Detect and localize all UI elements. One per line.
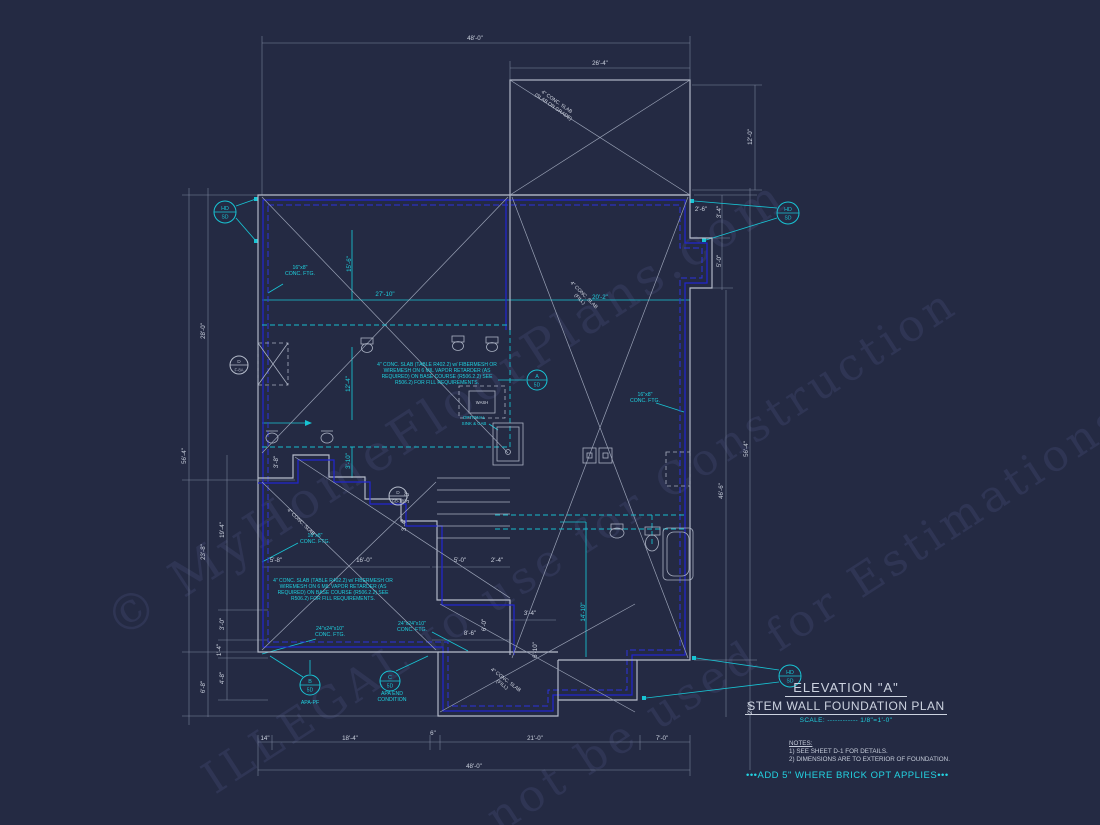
dimension-label: 3'-8" — [404, 491, 411, 503]
slab-label: 4" CONC. SLAB(FILL) — [486, 667, 523, 699]
pier-footings — [257, 342, 691, 487]
dimension-label: 26'-4" — [592, 60, 608, 67]
svg-text:SD: SD — [787, 679, 794, 685]
dimension-label: 3'-4" — [401, 519, 408, 531]
dimension-label: 23'-8" — [200, 544, 207, 560]
dimension-label: 3'-10" — [345, 453, 352, 469]
dimension-label: 48'-0" — [467, 35, 483, 42]
footing-dashed-lines — [262, 324, 686, 545]
scale-label: SCALE: ------------ 1/8"=1'-0" — [799, 717, 893, 724]
leader-endpoints — [254, 197, 706, 700]
svg-text:A: A — [535, 374, 539, 380]
dimension-label: 4'-8" — [219, 672, 226, 684]
dimension-label: 18'-4" — [342, 735, 358, 742]
svg-text:GB-1B: GB-1B — [392, 499, 405, 504]
dimension-label: 21'-0" — [527, 735, 543, 742]
svg-text:SD: SD — [785, 216, 792, 222]
notes-block: NOTES: 1) SEE SHEET D-1 FOR DETAILS. 2) … — [789, 740, 950, 764]
note-item: 2) DIMENSIONS ARE TO EXTERIOR OF FOUNDAT… — [789, 756, 950, 763]
callout-label: 24"x24"x10"CONC. FTG. — [397, 621, 427, 633]
dimension-label: 20'-2" — [592, 294, 608, 301]
dimension-label: 2'-0" — [747, 702, 754, 714]
watermark: © MyHomeFloorPlans.com ILLEGAL to use fo… — [95, 166, 1100, 825]
foundation-walls — [257, 79, 713, 717]
notes-heading: NOTES: — [789, 740, 813, 747]
dimension-label: 12'-4" — [345, 376, 352, 392]
detail-marker: HD SD — [213, 200, 237, 224]
dimension-label: 48'-0" — [466, 763, 482, 770]
dimension-label: 27'-10" — [375, 291, 394, 298]
callout-labels: 16"x8"CONC. FTG. 16"x8"CONC. FTG. 16"x8"CO… — [273, 265, 660, 706]
svg-text:HD: HD — [784, 207, 792, 213]
detail-marker: HD SD — [776, 201, 800, 225]
callout-label: APA-PF — [301, 700, 319, 706]
dimension-label: 56'-4" — [181, 448, 188, 464]
dimension-label: 6'-10" — [532, 642, 539, 658]
dimension-label: 2'-6" — [695, 206, 707, 213]
dimension-label: 6" — [430, 730, 436, 737]
dimension-label: 3'-4" — [716, 206, 723, 218]
dimension-labels: 48'-0" 26'-4" 12'-0" 56'-4" 28'-0" 23'-8" 6'-8… — [181, 35, 754, 770]
title-block: ELEVATION "A" STEM WALL FOUNDATION PLAN … — [735, 679, 957, 724]
dimension-label: 16'-0" — [356, 557, 372, 564]
callout-label: WASH — [476, 400, 488, 405]
svg-text:F-8A: F-8A — [234, 368, 243, 373]
detail-marker: D F-8A — [229, 355, 249, 375]
dimension-label: 19'-4" — [219, 522, 226, 538]
drawing-subtitle: STEM WALL FOUNDATION PLAN — [745, 699, 947, 715]
dimension-label: 8'-6" — [464, 630, 476, 637]
svg-text:HD: HD — [786, 670, 794, 676]
svg-text:SD: SD — [222, 215, 229, 221]
dimension-label: 5'-0" — [454, 557, 466, 564]
dimension-label: 6'-8" — [200, 681, 207, 693]
dimension-label: 14'-10" — [580, 602, 587, 621]
detail-marker: C 5D — [379, 670, 401, 692]
svg-text:D: D — [237, 359, 241, 365]
callout-label: 16"x8"CONC. FTG. — [285, 265, 315, 277]
callout-label: 16"x8"CONC. FTG. — [630, 392, 660, 404]
slab-label: 4" CONC. SLAB(SLAB ON GRADE) — [533, 87, 576, 122]
svg-text:5D: 5D — [534, 383, 541, 389]
svg-text:D: D — [396, 490, 400, 496]
plumbing-fixtures — [265, 335, 694, 581]
dimension-label: 1'-4" — [216, 644, 223, 656]
callout-label: 16"x8"CONC. FTG. — [300, 533, 330, 545]
dimension-label: 12'-0" — [747, 129, 754, 145]
dimension-label: 5'-8" — [270, 557, 282, 564]
dimension-label: 28'-0" — [200, 323, 207, 339]
brick-option-banner: •••ADD 5" WHERE BRICK OPT APPLIES••• — [746, 770, 949, 781]
svg-text:HD: HD — [221, 206, 229, 212]
dimension-label: 14" — [260, 735, 269, 742]
detail-markers: HD SD HD SD HD SD A 5D B 5D C 5D D F-8A D GB-1B — [213, 200, 802, 696]
callout-label: 24"x24"x10"CONC. FTG. — [315, 626, 345, 638]
svg-text:B: B — [308, 679, 312, 685]
drawing-title: ELEVATION "A" — [785, 680, 907, 697]
detail-marker: A 5D — [526, 369, 548, 391]
dimension-label: 3'-4" — [524, 610, 536, 617]
callout-label: 4" CONC. SLAB (TABLE R402.2) w/ FIBERMES… — [273, 578, 393, 602]
note-item: 1) SEE SHEET D-1 FOR DETAILS. — [789, 748, 888, 755]
callout-label: 4" CONC. SLAB (TABLE R402.2) w/ FIBERMES… — [377, 362, 497, 386]
arrowhead — [305, 420, 312, 426]
dimension-label: 3'-8" — [273, 456, 280, 468]
dimension-label: 56'-4" — [743, 441, 750, 457]
dimension-lines — [182, 36, 762, 776]
svg-text:5D: 5D — [307, 688, 314, 694]
dimension-label: 15'-6" — [346, 256, 353, 272]
detail-marker: HD SD — [778, 664, 802, 688]
dimension-label: 7'-0" — [656, 735, 668, 742]
detail-marker: B 5D — [299, 674, 321, 696]
dimension-label: 46'-6" — [718, 483, 725, 499]
dimension-label: 5'-0" — [716, 255, 723, 267]
dimension-label: 6'-0" — [481, 619, 488, 631]
dimension-label: 3'-0" — [219, 618, 226, 630]
detail-marker: D GB-1B — [388, 486, 408, 506]
svg-text:5D: 5D — [387, 684, 394, 690]
svg-text:C: C — [388, 675, 392, 681]
dimension-label: 2'-4" — [491, 557, 503, 564]
